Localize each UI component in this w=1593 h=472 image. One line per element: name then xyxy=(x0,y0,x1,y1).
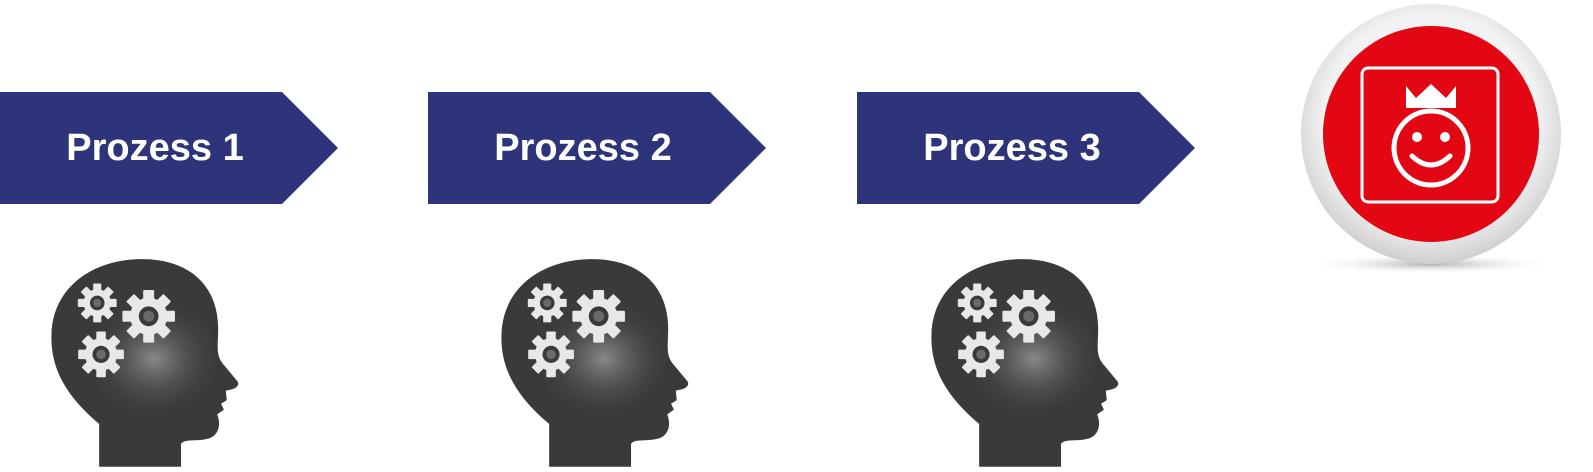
process-step-2: Prozess 2 xyxy=(428,92,768,204)
badge-red-disc xyxy=(1323,26,1539,242)
process-step-1: Prozess 1 xyxy=(0,92,340,204)
head-with-gears-icon xyxy=(42,252,242,472)
process-step-label: Prozess 1 xyxy=(66,126,244,169)
process-step-label: Prozess 3 xyxy=(923,126,1101,169)
chevron-arrow xyxy=(0,92,338,204)
process-step-3: Prozess 3 xyxy=(857,92,1197,204)
chevron-arrow xyxy=(428,92,766,204)
head-with-gears-icon xyxy=(492,252,692,472)
process-step-label: Prozess 2 xyxy=(494,126,672,169)
badge-frame xyxy=(1360,66,1500,204)
head-with-gears-icon xyxy=(922,252,1122,472)
crowned-smiley-icon xyxy=(1391,84,1471,188)
chevron-arrow xyxy=(857,92,1195,204)
goal-badge xyxy=(1301,4,1561,272)
